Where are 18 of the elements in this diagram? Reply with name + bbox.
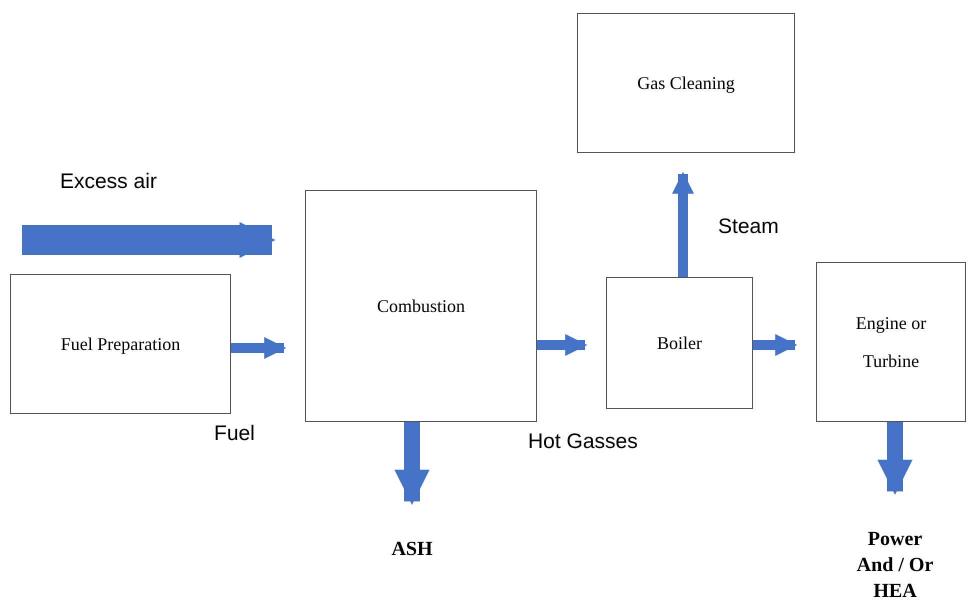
output-label: Power And / Or HEA xyxy=(855,525,935,605)
block-arrow xyxy=(672,172,694,277)
block-arrow xyxy=(753,334,798,356)
block-arrow xyxy=(877,422,913,495)
edge-label: Hot Gasses xyxy=(528,429,638,455)
output-label: ASH xyxy=(372,535,452,563)
process-box: Gas Cleaning xyxy=(577,13,795,153)
block-arrow xyxy=(537,334,588,356)
edge-label: Steam xyxy=(718,214,779,240)
process-box: Combustion xyxy=(305,190,537,422)
block-arrow xyxy=(394,422,430,505)
process-box: Engine or Turbine xyxy=(816,262,966,422)
block-arrow xyxy=(231,337,286,359)
process-box: Fuel Preparation xyxy=(10,274,231,414)
edge-label: Excess air xyxy=(60,169,157,195)
process-box: Boiler xyxy=(606,277,753,409)
edge-label: Fuel xyxy=(214,421,255,447)
block-arrow xyxy=(22,222,276,258)
